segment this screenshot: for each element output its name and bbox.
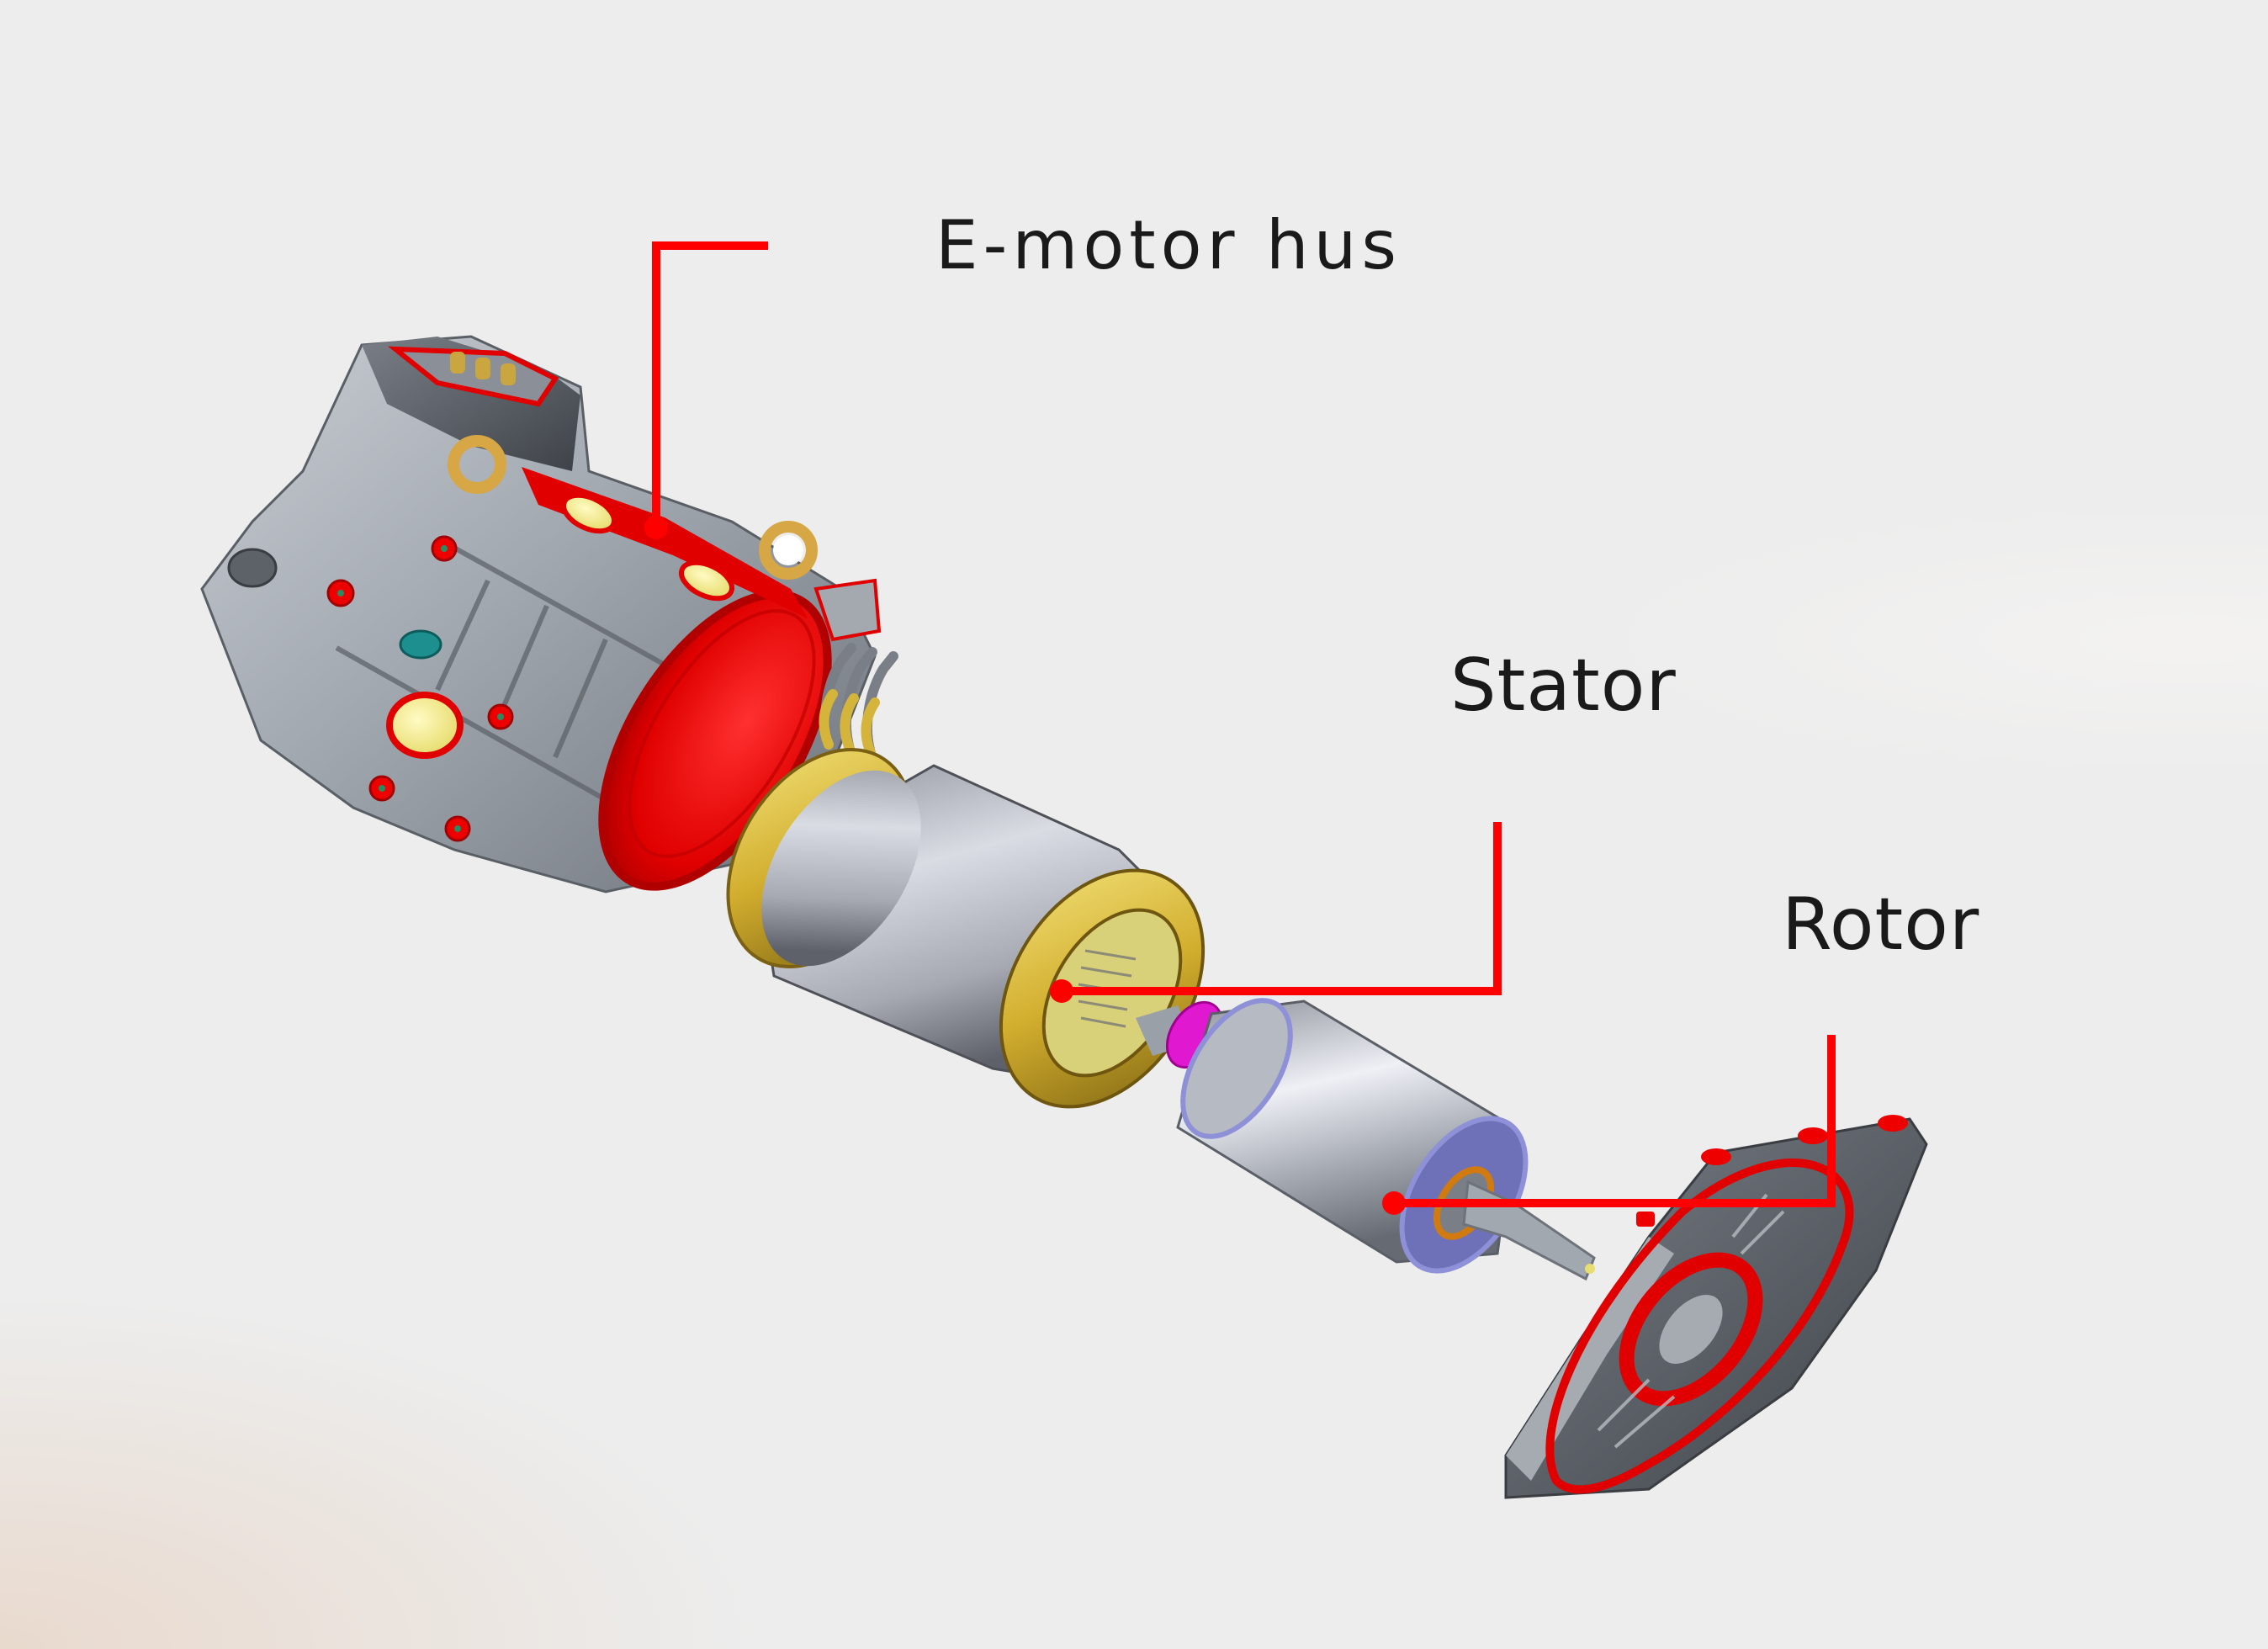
housing-label: E-motor hus xyxy=(935,206,1402,284)
rotor-leader-dot xyxy=(1382,1191,1406,1215)
rotor-leader-line xyxy=(1394,1035,1836,1207)
stator-leader-line xyxy=(1062,822,1502,995)
leader-lines xyxy=(652,241,1836,1207)
stator-leader-dot xyxy=(1050,979,1073,1003)
rotor-label: Rotor xyxy=(1782,883,1980,967)
housing-leader-line xyxy=(652,241,768,528)
housing-leader-dot xyxy=(644,516,668,539)
housing-component xyxy=(200,335,882,893)
end-plate-component xyxy=(1504,1115,1928,1499)
rotor-component xyxy=(1136,998,1596,1281)
stator-label: Stator xyxy=(1450,644,1677,728)
